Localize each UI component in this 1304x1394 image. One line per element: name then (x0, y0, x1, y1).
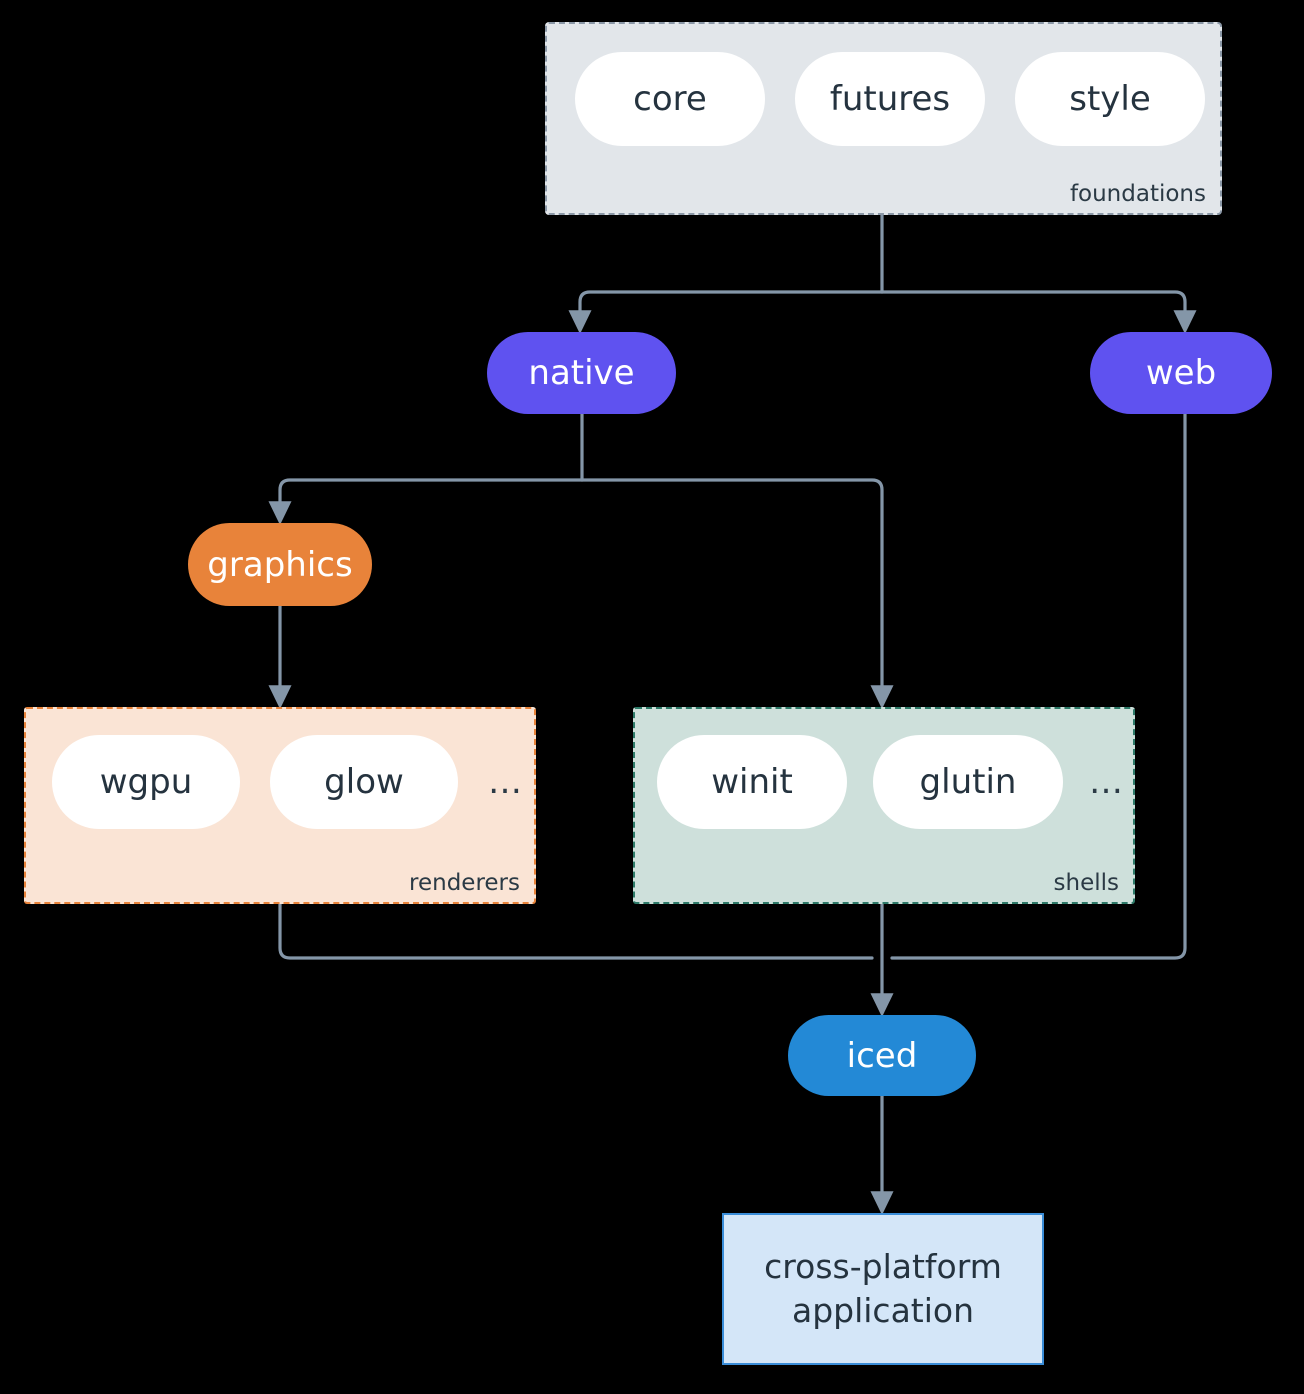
edge-native-to-shells (580, 478, 894, 709)
cluster-renderers[interactable]: wgpu glow … renderers (24, 707, 536, 904)
node-glow[interactable]: glow (270, 735, 458, 829)
edge-native-to-graphics (268, 478, 584, 525)
foundations-items: core futures style (575, 52, 1235, 146)
edge-renderers-to-iced (278, 902, 874, 960)
cluster-foundations[interactable]: core futures style foundations (545, 22, 1222, 215)
node-core[interactable]: core (575, 52, 765, 146)
node-web[interactable]: web (1090, 332, 1272, 414)
edge-foundations-to-web (880, 290, 1197, 334)
node-glutin[interactable]: glutin (873, 735, 1063, 829)
edge-foundations-to-native (568, 290, 884, 334)
cluster-label-foundations: foundations (1069, 181, 1206, 207)
node-futures[interactable]: futures (795, 52, 985, 146)
application-line-2: application (791, 1291, 975, 1330)
node-native[interactable]: native (487, 332, 676, 414)
node-cross-platform-application[interactable]: cross-platform application (722, 1213, 1044, 1365)
shells-ellipsis: … (1089, 762, 1124, 802)
node-graphics[interactable]: graphics (188, 523, 372, 606)
node-iced[interactable]: iced (788, 1015, 976, 1096)
node-wgpu[interactable]: wgpu (52, 735, 240, 829)
node-style[interactable]: style (1015, 52, 1205, 146)
application-line-1: cross-platform (764, 1247, 1002, 1287)
cluster-label-renderers: renderers (409, 870, 520, 896)
renderers-items: wgpu glow … (52, 735, 523, 829)
cluster-shells[interactable]: winit glutin … shells (633, 707, 1135, 904)
cluster-label-shells: shells (1053, 870, 1119, 896)
renderers-ellipsis: … (488, 762, 523, 802)
shells-items: winit glutin … (657, 735, 1124, 829)
node-winit[interactable]: winit (657, 735, 847, 829)
